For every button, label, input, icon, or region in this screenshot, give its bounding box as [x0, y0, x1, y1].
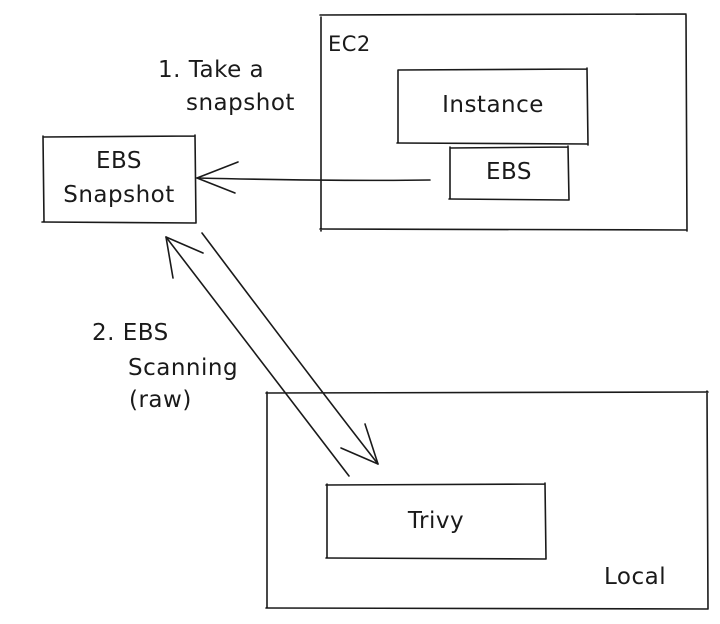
snapshot-arrow — [196, 161, 431, 194]
ec2-box — [319, 13, 688, 232]
step2-label-line3: (raw) — [129, 387, 192, 413]
trivy-label: Trivy — [407, 508, 465, 534]
ebs-volume-box — [448, 145, 570, 201]
step2-label-line1: 2. EBS — [92, 320, 169, 346]
instance-label: Instance — [442, 92, 544, 118]
snapshot-label-line1: EBS — [95, 148, 142, 174]
ebs-volume-label: EBS — [485, 159, 532, 185]
scan-arrow-up — [165, 236, 350, 477]
snapshot-label-line2: Snapshot — [63, 182, 175, 208]
local-label: Local — [604, 564, 667, 590]
ec2-label: EC2 — [328, 32, 371, 56]
trivy-box — [325, 482, 547, 560]
snapshot-box — [41, 134, 197, 224]
local-box — [265, 390, 709, 610]
instance-box — [396, 67, 589, 146]
step1-label-line1: 1. Take a — [158, 57, 265, 83]
step2-label-line2: Scanning — [128, 355, 239, 381]
scan-arrow-down — [201, 232, 379, 465]
step1-label-line2: snapshot — [186, 90, 295, 116]
